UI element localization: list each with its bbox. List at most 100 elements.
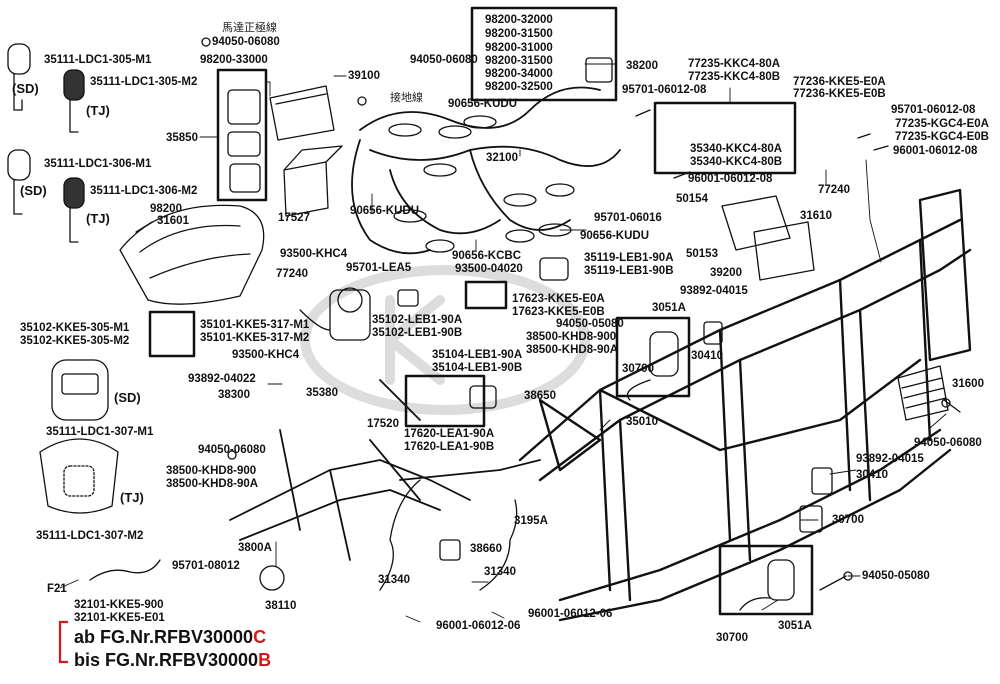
label-17623-kke5-e0b: 17623-KKE5-E0B [512, 306, 605, 318]
label-3051a-lower: 3051A [778, 620, 812, 632]
variant-tag-tj-2: (TJ) [86, 211, 110, 226]
label-38500-khd8-90a: 38500-KHD8-90A [166, 478, 259, 490]
label-77240-left: 77240 [276, 268, 308, 280]
callout-box-30700-lower [718, 544, 814, 616]
variant-tag-tj-3: (TJ) [120, 490, 144, 505]
label-77236-kke5-e0a: 77236-KKE5-E0A [793, 76, 886, 88]
fuel-pump-lower [767, 559, 795, 601]
callout-box-35102-key [148, 310, 196, 358]
frame-number-bracket [58, 620, 68, 664]
label-30410-lower: 30410 [856, 469, 888, 481]
label-3800a: 3800A [238, 542, 272, 554]
label-17620-lea1-90a: 17620-LEA1-90A [404, 428, 495, 440]
label-50154: 50154 [676, 193, 708, 205]
label-94050-06080-c: 94050-06080 [410, 54, 478, 66]
label-35111-ldc1-306-m1: 35111-LDC1-306-M1 [44, 158, 152, 170]
label-94050-06080-right: 94050-06080 [914, 437, 982, 449]
label-90656-kudu-c: 90656-KUDU [580, 230, 650, 242]
label-98200-31500: 98200-31500 [485, 28, 553, 40]
sensor-parts [397, 257, 833, 561]
label-35111-ldc1-306-m2: 35111-LDC1-306-M2 [90, 185, 198, 197]
note-ab-suffix: C [253, 627, 267, 647]
note-bis-suffix: B [258, 650, 272, 670]
label-39200: 39200 [710, 267, 742, 279]
label-31601: 31601 [157, 215, 189, 227]
label-93500-khc4-b: 93500-KHC4 [232, 349, 300, 361]
label-38200: 38200 [626, 60, 658, 72]
label-95701-08012: 95701-08012 [172, 560, 240, 572]
label-93892-04022: 93892-04022 [188, 373, 256, 385]
label-35111-ldc1-305-m2: 35111-LDC1-305-M2 [90, 76, 198, 88]
callout-box-17623 [464, 280, 508, 310]
label-38660: 38660 [470, 543, 502, 555]
label-35111-ldc1-307-m2: 35111-LDC1-307-M2 [36, 530, 144, 542]
label-94050-06080: 94050-06080 [212, 36, 280, 48]
label-94050-06080-b: 94050-06080 [198, 444, 266, 456]
label-31610: 31610 [800, 210, 832, 222]
label-35111-ldc1-307-m1: 35111-LDC1-307-M1 [46, 426, 154, 438]
label-35111-ldc1-305-m1: 35111-LDC1-305-M1 [44, 54, 152, 66]
note-from-frame-number: ab FG.Nr.RFBV30000C [74, 627, 266, 648]
label-35102-kke5-305-m2: 35102-KKE5-305-M2 [20, 335, 130, 347]
label-35102-leb1-90b: 35102-LEB1-90B [372, 327, 463, 339]
label-32101-kke5-e01: 32101-KKE5-E01 [74, 612, 165, 624]
ecu-unit [721, 195, 815, 281]
label-77236-kke5-e0b: 77236-KKE5-E0B [793, 88, 886, 100]
label-32100: 32100 [486, 152, 518, 164]
starter-relay [227, 89, 261, 193]
ignition-switch [299, 287, 371, 341]
label-93892-04015-b: 93892-04015 [856, 453, 924, 465]
variant-tag-sd-1: (SD) [12, 81, 39, 96]
label-94050-05080-b: 94050-05080 [862, 570, 930, 582]
label-77235-kkc4-80b: 77235-KKC4-80B [688, 71, 781, 83]
label-95701-06012-08: 95701-06012-08 [622, 84, 707, 96]
label-17527: 17527 [278, 212, 310, 224]
label-93892-04015: 93892-04015 [680, 285, 748, 297]
regulator-rectifier [897, 365, 949, 421]
label-96001-06012-08: 96001-06012-08 [688, 173, 773, 185]
wire-harness [351, 86, 621, 255]
label-90656-kudu-b: 90656-KUDU [350, 205, 420, 217]
label-35380: 35380 [306, 387, 338, 399]
remote-fobs [39, 359, 119, 514]
variant-tag-sd-3: (SD) [114, 390, 141, 405]
kymco-watermark [300, 265, 590, 415]
label-38500-khd8-900-b: 38500-KHD8-900 [526, 331, 617, 343]
label-31600: 31600 [952, 378, 984, 390]
label-38300: 38300 [218, 389, 250, 401]
label-35104-leb1-90a: 35104-LEB1-90A [432, 349, 523, 361]
callout-box-98200-set [470, 6, 618, 102]
label-35340-kkc4-80b: 35340-KKC4-80B [690, 156, 783, 168]
label-30410-upper: 30410 [691, 350, 723, 362]
label-35102-leb1-90a: 35102-LEB1-90A [372, 314, 463, 326]
label-95701-06012-08-b: 95701-06012-08 [891, 104, 976, 116]
variant-tag-tj-1: (TJ) [86, 103, 110, 118]
callout-box-35340 [653, 101, 797, 175]
sensor-cables [89, 379, 771, 611]
label-35101-kke5-317-m2: 35101-KKE5-317-M2 [200, 332, 310, 344]
label-35850: 35850 [166, 132, 198, 144]
label-35119-leb1-90a: 35119-LEB1-90A [584, 252, 674, 264]
label-98200-33000: 98200-33000 [200, 54, 268, 66]
label-98200: 98200 [150, 203, 182, 215]
label-17623-kke5-e0a: 17623-KKE5-E0A [512, 293, 605, 305]
label-35101-kke5-317-m1: 35101-KKE5-317-M1 [200, 319, 310, 331]
label-17620-lea1-90b: 17620-LEA1-90B [404, 441, 495, 453]
leader-lines [59, 63, 947, 623]
label-98200-32500: 98200-32500 [485, 81, 553, 93]
label-35104-leb1-90b: 35104-LEB1-90B [432, 362, 523, 374]
label-95701-06016: 95701-06016 [594, 212, 662, 224]
label-90656-kcbc: 90656-KCBC [452, 250, 522, 262]
label-35119-leb1-90b: 35119-LEB1-90B [584, 265, 674, 277]
label-f21: F21 [47, 583, 67, 595]
front-frame-bracket [229, 379, 541, 561]
label-31340-b: 31340 [484, 566, 516, 578]
label-35340-kkc4-80a: 35340-KKC4-80A [690, 143, 783, 155]
label-50153: 50153 [686, 248, 718, 260]
label-96001-06012-08-b: 96001-06012-08 [893, 145, 978, 157]
label-39700: 39700 [832, 514, 864, 526]
label-30700-lower: 30700 [716, 632, 748, 644]
note-until-frame-number: bis FG.Nr.RFBV30000B [74, 650, 271, 671]
